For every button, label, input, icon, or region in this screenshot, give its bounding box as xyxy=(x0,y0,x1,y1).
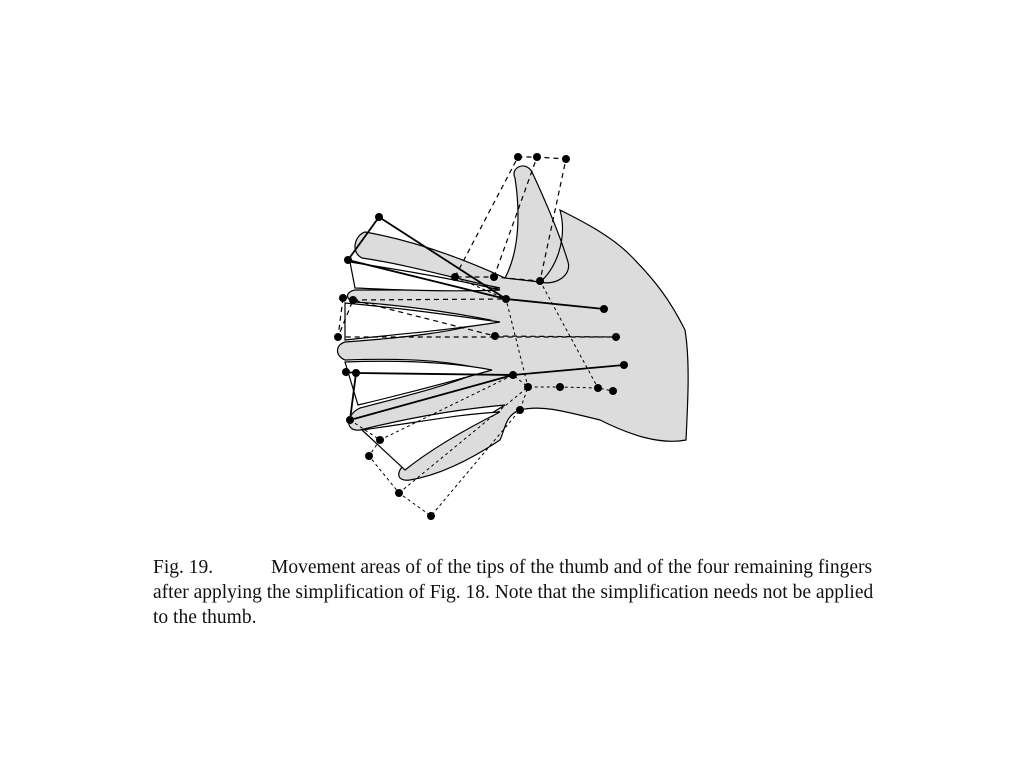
point-marker xyxy=(609,387,617,395)
point-marker xyxy=(620,361,628,369)
little-movement-line xyxy=(379,374,529,441)
point-marker xyxy=(334,333,342,341)
figure-caption: Fig. 19.Movement areas of of the tips of… xyxy=(153,555,893,630)
finger-gap xyxy=(344,302,501,341)
ring-movement-line xyxy=(355,372,514,376)
point-marker xyxy=(502,295,510,303)
point-marker xyxy=(509,371,517,379)
point-marker xyxy=(339,294,347,302)
point-marker xyxy=(451,273,459,281)
figure-caption-text: Movement areas of of the tips of the thu… xyxy=(153,557,874,628)
point-marker xyxy=(600,305,608,313)
point-marker xyxy=(427,512,435,520)
point-marker xyxy=(612,333,620,341)
little-movement-line xyxy=(539,280,599,389)
finger-gap xyxy=(360,411,501,471)
thumb-movement-line xyxy=(493,156,538,278)
point-marker xyxy=(524,383,532,391)
point-marker xyxy=(344,256,352,264)
point-marker xyxy=(342,368,350,376)
point-marker xyxy=(375,213,383,221)
point-marker xyxy=(365,452,373,460)
point-marker xyxy=(514,153,522,161)
index-movement-area xyxy=(346,216,605,310)
point-marker xyxy=(594,384,602,392)
figure-label: Fig. 19. xyxy=(153,557,214,578)
point-marker xyxy=(349,296,357,304)
point-marker xyxy=(556,383,564,391)
movement-points xyxy=(334,153,628,520)
point-marker xyxy=(516,406,524,414)
point-marker xyxy=(352,369,360,377)
middle-movement-area xyxy=(337,297,617,338)
middle-movement-line xyxy=(352,298,507,301)
little-movement-line xyxy=(398,386,529,494)
point-marker xyxy=(533,153,541,161)
point-marker xyxy=(376,436,384,444)
point-marker xyxy=(536,277,544,285)
point-marker xyxy=(562,155,570,163)
point-marker xyxy=(346,416,354,424)
finger-gap xyxy=(344,360,493,406)
point-marker xyxy=(490,273,498,281)
index-movement-line xyxy=(378,216,507,300)
point-marker xyxy=(395,489,403,497)
little-movement-area xyxy=(349,386,614,517)
point-marker xyxy=(491,332,499,340)
